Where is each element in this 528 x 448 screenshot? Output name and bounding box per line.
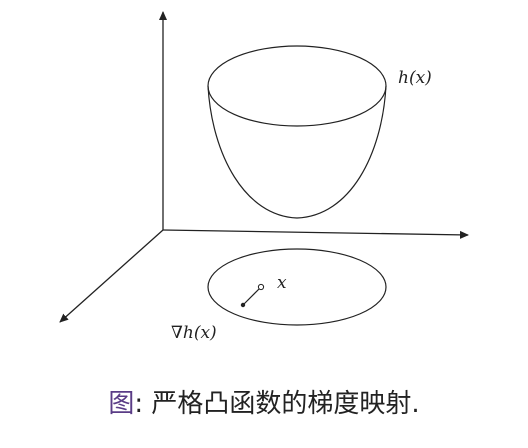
coordinate-axes — [59, 11, 469, 323]
gradient-line — [242, 286, 262, 306]
gradient-map-diagram: h(x) x ∇h(x) — [59, 11, 469, 343]
figure-caption: 图: 严格凸函数的梯度映射. — [0, 384, 528, 424]
caption-prefix: 图 — [108, 389, 135, 419]
domain-ellipse — [207, 248, 387, 326]
horizontal-axis — [162, 229, 469, 239]
bowl-body — [207, 85, 387, 219]
caption-text: : 严格凸函数的梯度映射. — [134, 389, 420, 419]
convex-surface — [207, 45, 387, 219]
depth-axis — [59, 229, 164, 323]
point-x-marker — [257, 283, 265, 291]
bowl-rim — [207, 45, 387, 127]
surface-label: h(x) — [398, 68, 432, 88]
point-label: x — [277, 273, 287, 293]
gradient-label: ∇h(x) — [171, 323, 217, 343]
gradient-vector — [240, 283, 265, 308]
gradient-endpoint-marker — [240, 302, 246, 308]
